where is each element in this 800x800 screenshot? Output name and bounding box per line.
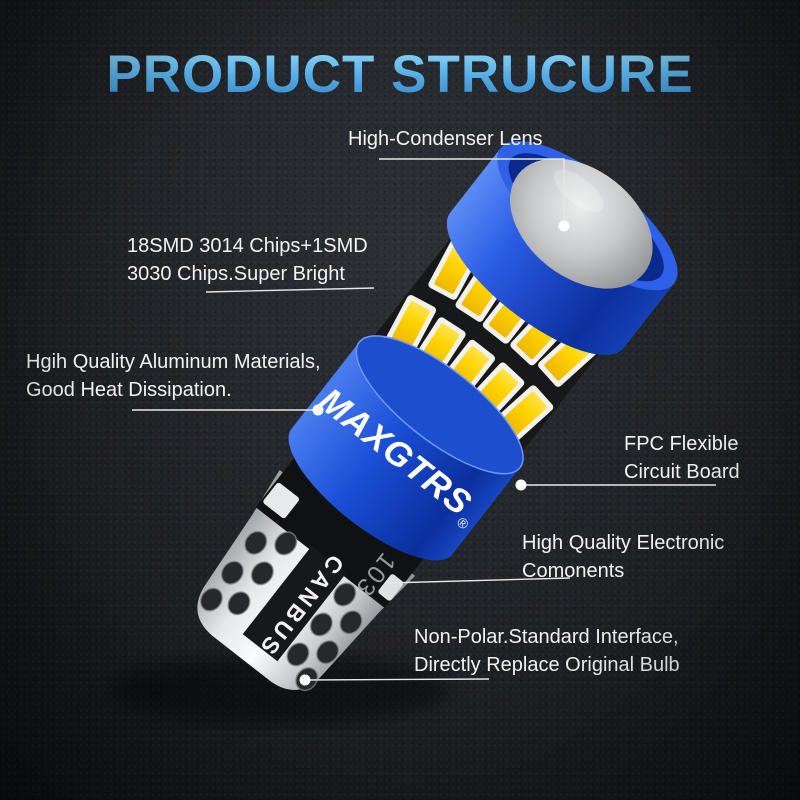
leader-dot-lens [558,220,570,232]
annotation-lens: High-Condenser Lens [348,125,543,153]
base-holes [199,530,363,692]
bulb-shadow [110,656,450,724]
leader-dot-aluminum [312,404,324,416]
aluminum-band-rim [355,335,524,475]
leader-line-interface [304,678,490,681]
base-notch-left [263,482,300,519]
annotation-aluminum-line1: Hgih Quality Aluminum Materials, [26,351,321,373]
leader-line-electronic [386,577,571,584]
annotation-chips-line1: 18SMD 3014 Chips+1SMD [127,235,368,257]
annotation-electronic-line2: Comonents [522,560,625,582]
page-title: PRODUCT STRUCURE [0,44,800,106]
annotation-interface-line1: Non-Polar.Standard Interface, [414,626,679,648]
base-stripe [242,545,347,662]
bulb-collar [255,439,438,609]
leader-line-chips [205,287,375,293]
annotation-chips: 18SMD 3014 Chips+1SMD 3030 Chips.Super B… [127,232,368,288]
annotation-electronic-line1: High Quality Electronic [522,532,725,554]
annotation-aluminum-line2: Good Heat Dissipation. [26,379,232,401]
annotation-chips-line2: 3030 Chips.Super Bright [127,263,345,285]
lens-highlight [553,169,604,213]
aluminum-band [288,341,521,561]
leader-dot-interface [299,674,311,686]
annotation-fpc-line1: FPC Flexible [624,433,739,455]
annotation-fpc: FPC Flexible Circuit Board [624,430,740,486]
leader-lines [132,158,716,681]
leader-dots [299,220,570,686]
leader-dot-fpc [515,479,527,491]
annotation-interface-line2: Directly Replace Original Bulb [414,654,680,676]
led-bulb: 103 CANBUS [197,140,678,692]
annotation-fpc-line2: Circuit Board [624,461,740,483]
condenser-lens-dome [510,158,653,289]
leader-line-lens [379,158,565,221]
base-notch-right [378,574,404,601]
annotation-lens-line1: High-Condenser Lens [348,128,543,150]
annotation-interface: Non-Polar.Standard Interface, Directly R… [414,623,680,679]
annotation-electronic: High Quality Electronic Comonents [522,529,724,585]
annotation-aluminum: Hgih Quality Aluminum Materials, Good He… [26,348,321,404]
